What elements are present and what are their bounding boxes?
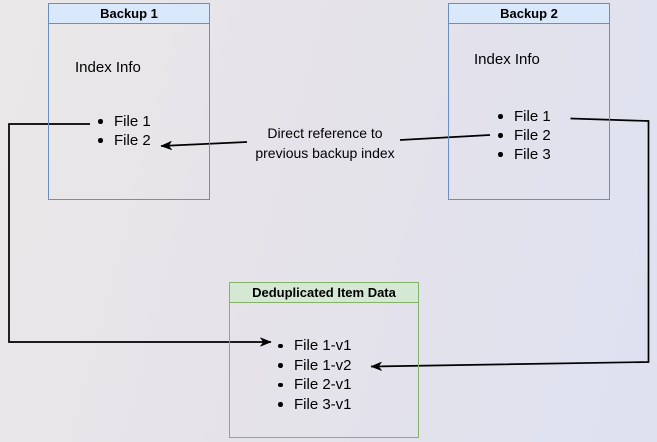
file-list-item: File 2 bbox=[498, 126, 551, 145]
backup-1-file-list: File 1 File 2 bbox=[98, 112, 151, 150]
node-backup-1: Backup 1 Index Info File 1 File 2 bbox=[48, 3, 210, 200]
connector-label-line1: Direct reference to bbox=[267, 125, 383, 141]
node-backup-1-title: Backup 1 bbox=[49, 4, 209, 24]
bullet-icon bbox=[278, 382, 283, 387]
file-list-item: File 1-v1 bbox=[278, 336, 352, 356]
bullet-icon bbox=[278, 402, 283, 407]
file-label: File 1 bbox=[114, 113, 151, 130]
file-list-item: File 3-v1 bbox=[278, 395, 352, 415]
file-label: File 3-v1 bbox=[294, 395, 352, 413]
backup-2-file-list: File 1 File 2 File 3 bbox=[498, 107, 551, 164]
file-label: File 2 bbox=[114, 132, 151, 149]
bullet-icon bbox=[278, 363, 283, 368]
bullet-icon bbox=[498, 114, 503, 119]
file-label: File 1-v1 bbox=[294, 337, 352, 354]
file-list-item: File 3 bbox=[498, 145, 551, 164]
file-list-item: File 1-v2 bbox=[278, 356, 352, 376]
node-backup-2: Backup 2 Index Info File 1 File 2 File 3 bbox=[448, 3, 610, 200]
dedup-file-list: File 1-v1 File 1-v2 File 2-v1 File 3-v1 bbox=[278, 336, 352, 414]
index-info-label: Index Info bbox=[474, 51, 540, 68]
file-list-item: File 1 bbox=[498, 107, 551, 126]
node-deduplicated-item-data: Deduplicated Item Data File 1-v1 File 1-… bbox=[229, 282, 419, 438]
connector-label: Direct reference to previous backup inde… bbox=[240, 124, 410, 163]
file-list-item: File 2 bbox=[98, 131, 151, 150]
bullet-icon bbox=[98, 138, 103, 143]
file-label: File 2 bbox=[514, 127, 551, 144]
node-backup-2-title: Backup 2 bbox=[449, 4, 609, 24]
bullet-icon bbox=[498, 152, 503, 157]
index-info-label: Index Info bbox=[75, 59, 141, 76]
bullet-icon bbox=[498, 133, 503, 138]
node-dedup-title: Deduplicated Item Data bbox=[230, 283, 418, 303]
connector-label-line2: previous backup index bbox=[255, 144, 395, 161]
file-label: File 1-v2 bbox=[294, 356, 352, 374]
file-list-item: File 2-v1 bbox=[278, 375, 352, 395]
file-list-item: File 1 bbox=[98, 112, 151, 131]
file-label: File 2-v1 bbox=[294, 376, 352, 393]
file-label: File 1 bbox=[514, 108, 551, 125]
bullet-icon bbox=[278, 343, 283, 348]
bullet-icon bbox=[98, 119, 103, 124]
file-label: File 3 bbox=[514, 146, 551, 163]
